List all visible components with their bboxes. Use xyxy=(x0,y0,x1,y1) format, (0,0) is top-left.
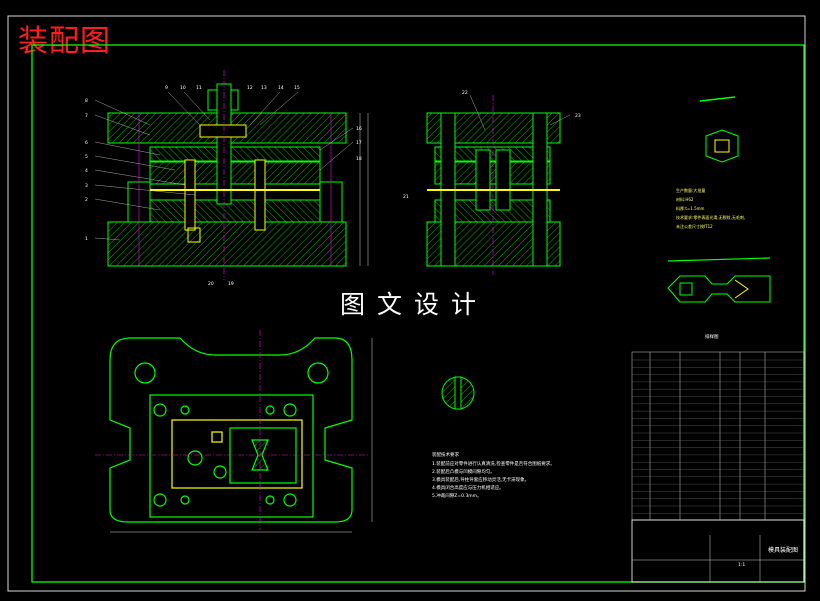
drawing-name: 模具装配图 xyxy=(768,546,798,554)
part-num-bottom-0: 20 xyxy=(208,281,214,287)
part-num-side-2: 21 xyxy=(403,194,409,200)
part-num-left-7: 1 xyxy=(85,236,88,242)
title-block xyxy=(631,351,805,583)
inner-frame xyxy=(31,44,805,583)
product-note-1: 材料:H62 xyxy=(676,196,694,202)
part-num-bottom-1: 19 xyxy=(228,281,234,287)
outer-frame xyxy=(7,15,806,592)
part-num-left-5: 3 xyxy=(85,183,88,189)
product-note-2: 料厚:t=1.5mm xyxy=(676,205,705,211)
part-num-left-4: 4 xyxy=(85,168,88,174)
tech-req-0: 1.装配前应对零件进行认真清洗,检查零件是否符合图纸要求。 xyxy=(432,460,555,467)
part-num-top-3: 12 xyxy=(247,85,253,91)
part-num-top-5: 14 xyxy=(278,85,284,91)
product-note-0: 生产数量:大批量 xyxy=(676,187,705,193)
part-num-top-2: 11 xyxy=(196,85,202,91)
tech-req-2: 3.模具装配后,导柱导套应移动灵活,无卡滞现象。 xyxy=(432,476,529,483)
part-num-side-0: 22 xyxy=(462,90,468,96)
watermark-text: 图文设计 xyxy=(340,290,489,319)
part-num-right-2: 18 xyxy=(356,156,362,162)
layout-caption: 排样图 xyxy=(705,333,719,340)
part-num-left-3: 5 xyxy=(85,154,88,160)
tech-req-1: 2.装配后凸模与凹模间隙均匀。 xyxy=(432,468,495,475)
tech-req-4: 5.冲裁间隙Z=0.3mm。 xyxy=(432,492,482,499)
part-num-right-0: 16 xyxy=(356,126,362,132)
round-detail xyxy=(441,376,475,410)
part-num-left-1: 7 xyxy=(85,113,88,119)
tech-req-3: 4.模具闭合高度应与压力机相适应。 xyxy=(432,484,504,491)
product-note-4: 未注公差尺寸按IT12 xyxy=(676,223,713,229)
part-num-top-0: 9 xyxy=(165,85,168,91)
part-num-right-1: 17 xyxy=(356,140,362,146)
part-num-left-0: 8 xyxy=(85,98,88,104)
part-num-top-1: 10 xyxy=(180,85,186,91)
side-section-view xyxy=(426,95,561,275)
part-drawing xyxy=(667,96,771,303)
plan-view xyxy=(95,330,373,533)
part-num-left-2: 6 xyxy=(85,140,88,146)
part-num-top-4: 13 xyxy=(261,85,267,91)
title-block-rows xyxy=(632,359,804,514)
page-title: 装配图 xyxy=(18,24,111,59)
part-num-top-6: 15 xyxy=(294,85,300,91)
front-section-view xyxy=(107,70,369,280)
part-num-side-1: 23 xyxy=(575,113,581,119)
product-note-3: 技术要求:零件表面光滑,无裂纹,无毛刺, xyxy=(676,214,745,220)
tech-req-heading: 装配技术要求 xyxy=(432,451,459,458)
part-num-left-6: 2 xyxy=(85,197,88,203)
drawing-scale: 1:1 xyxy=(738,562,745,568)
part-number-labels: 9 10 11 12 13 14 15 8 7 6 5 4 3 2 1 16 1… xyxy=(85,85,581,287)
